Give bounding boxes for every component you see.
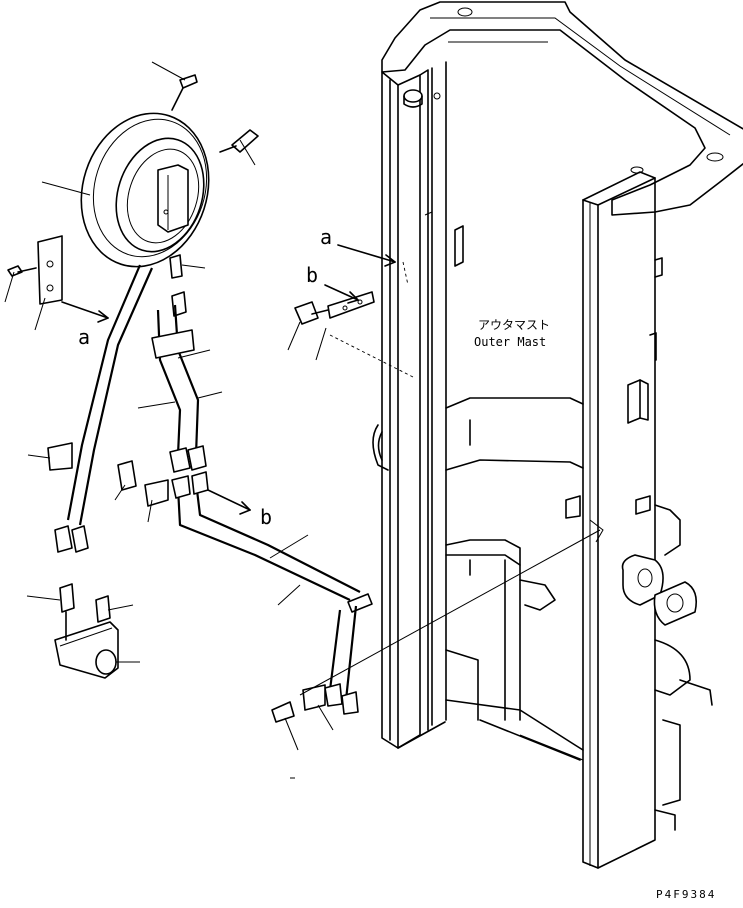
part-label-english: Outer Mast — [474, 335, 546, 349]
view-marker-a-left: a — [78, 325, 90, 349]
outer-mast — [372, 1, 743, 869]
view-marker-b-left: b — [260, 505, 272, 529]
valve-block — [54, 583, 119, 679]
leader-lines — [4, 61, 334, 779]
cable-reel — [80, 74, 259, 268]
hoses — [47, 254, 373, 723]
figure-code: P4F9384 — [656, 888, 716, 901]
misc-parts — [294, 291, 375, 325]
view-marker-b-right: b — [306, 263, 318, 287]
reel-bracket — [7, 235, 63, 305]
view-arrows — [61, 244, 604, 696]
part-label-japanese: アウタマスト — [478, 318, 550, 332]
view-marker-a-right: a — [320, 225, 332, 249]
